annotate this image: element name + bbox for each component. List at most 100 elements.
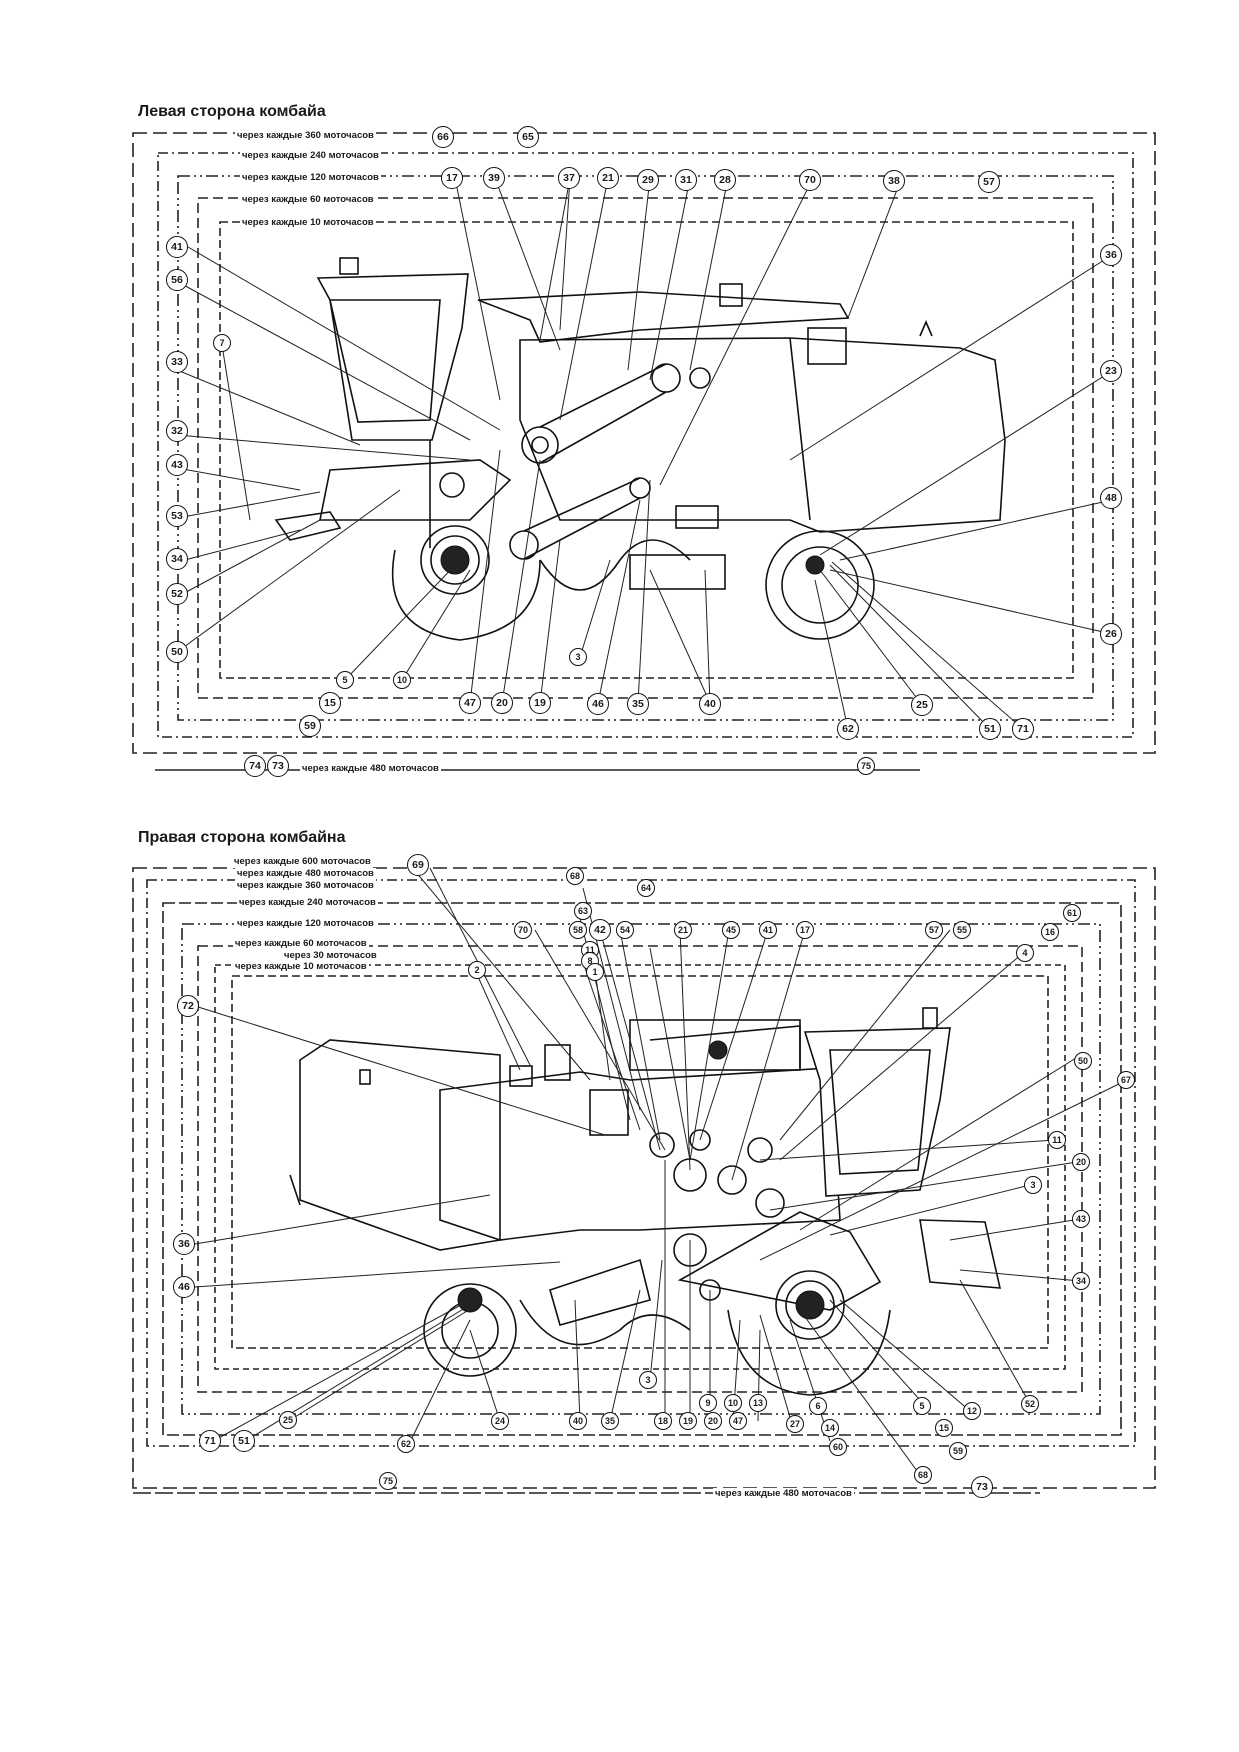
right-interval-480-footer: через каждые 480 моточасов <box>713 1488 854 1500</box>
marker-63: 63 <box>574 902 592 920</box>
marker-42: 42 <box>589 919 611 941</box>
right-interval-360: через каждые 360 моточасов <box>235 880 376 892</box>
marker-35: 35 <box>601 1412 619 1430</box>
marker-52: 52 <box>166 583 188 605</box>
marker-53: 53 <box>166 505 188 527</box>
marker-69: 69 <box>407 854 429 876</box>
marker-57: 57 <box>978 171 1000 193</box>
marker-34: 34 <box>1072 1272 1090 1290</box>
marker-73: 73 <box>971 1476 993 1498</box>
marker-41: 41 <box>166 236 188 258</box>
marker-62: 62 <box>397 1435 415 1453</box>
right-side-title: Правая сторона комбайна <box>138 829 346 846</box>
marker-20b: 20 <box>704 1412 722 1430</box>
marker-21: 21 <box>674 921 692 939</box>
marker-46: 46 <box>173 1276 195 1298</box>
marker-36: 36 <box>173 1233 195 1255</box>
marker-72: 72 <box>177 995 199 1017</box>
marker-71: 71 <box>199 1430 221 1452</box>
marker-48: 48 <box>1100 487 1122 509</box>
marker-1: 1 <box>586 963 604 981</box>
marker-38: 38 <box>883 170 905 192</box>
marker-36: 36 <box>1100 244 1122 266</box>
right-interval-60: через каждые 60 моточасов <box>233 938 369 950</box>
marker-17: 17 <box>441 167 463 189</box>
marker-2: 2 <box>468 961 486 979</box>
marker-29: 29 <box>637 169 659 191</box>
marker-65: 65 <box>517 126 539 148</box>
marker-9: 9 <box>699 1394 717 1412</box>
marker-19: 19 <box>679 1412 697 1430</box>
marker-66: 66 <box>432 126 454 148</box>
marker-68b: 68 <box>914 1466 932 1484</box>
marker-70: 70 <box>514 921 532 939</box>
right-interval-240: через каждые 240 моточасов <box>237 897 378 909</box>
marker-11b: 11 <box>1048 1131 1066 1149</box>
marker-51: 51 <box>979 718 1001 740</box>
marker-40: 40 <box>699 693 721 715</box>
marker-21: 21 <box>597 167 619 189</box>
right-interval-10: через каждые 10 моточасов <box>233 961 369 973</box>
marker-3: 3 <box>569 648 587 666</box>
marker-5: 5 <box>336 671 354 689</box>
marker-31: 31 <box>675 169 697 191</box>
marker-12: 12 <box>963 1402 981 1420</box>
marker-70: 70 <box>799 169 821 191</box>
marker-28: 28 <box>714 169 736 191</box>
marker-47: 47 <box>729 1412 747 1430</box>
marker-43: 43 <box>1072 1210 1090 1228</box>
right-leader-lines <box>194 864 1128 1476</box>
marker-39: 39 <box>483 167 505 189</box>
marker-14: 14 <box>821 1419 839 1437</box>
marker-20: 20 <box>1072 1153 1090 1171</box>
marker-71: 71 <box>1012 718 1034 740</box>
marker-75: 75 <box>857 757 875 775</box>
left-interval-480: через каждые 480 моточасов <box>300 763 441 775</box>
marker-56: 56 <box>166 269 188 291</box>
marker-7: 7 <box>213 334 231 352</box>
marker-61: 61 <box>1063 904 1081 922</box>
left-interval-60: через каждые 60 моточасов <box>240 194 376 206</box>
marker-43: 43 <box>166 454 188 476</box>
marker-19: 19 <box>529 692 551 714</box>
left-combine-drawing <box>274 257 1006 641</box>
marker-64: 64 <box>637 879 655 897</box>
marker-59: 59 <box>299 715 321 737</box>
marker-33: 33 <box>166 351 188 373</box>
marker-15: 15 <box>319 692 341 714</box>
marker-41: 41 <box>759 921 777 939</box>
marker-20: 20 <box>491 692 513 714</box>
marker-60: 60 <box>829 1438 847 1456</box>
marker-32: 32 <box>166 420 188 442</box>
marker-45: 45 <box>722 921 740 939</box>
marker-3b: 3 <box>639 1371 657 1389</box>
marker-68: 68 <box>566 867 584 885</box>
marker-27: 27 <box>786 1415 804 1433</box>
left-interval-10: через каждые 10 моточасов <box>240 217 376 229</box>
marker-5: 5 <box>913 1397 931 1415</box>
marker-50: 50 <box>1074 1052 1092 1070</box>
marker-57: 57 <box>925 921 943 939</box>
marker-25: 25 <box>911 694 933 716</box>
marker-52: 52 <box>1021 1395 1039 1413</box>
left-leader-lines <box>176 177 1113 730</box>
marker-54: 54 <box>616 921 634 939</box>
marker-16: 16 <box>1041 923 1059 941</box>
marker-58: 58 <box>569 921 587 939</box>
marker-34: 34 <box>166 548 188 570</box>
right-interval-30: через 30 моточасов <box>282 950 379 962</box>
marker-35: 35 <box>627 693 649 715</box>
marker-25: 25 <box>279 1411 297 1429</box>
right-interval-480: через каждые 480 моточасов <box>235 868 376 880</box>
right-interval-600: через каждые 600 моточасов <box>232 856 373 868</box>
marker-24: 24 <box>491 1412 509 1430</box>
marker-74: 74 <box>244 755 266 777</box>
marker-13: 13 <box>749 1394 767 1412</box>
marker-37: 37 <box>558 167 580 189</box>
marker-67: 67 <box>1117 1071 1135 1089</box>
right-interval-120: через каждые 120 моточасов <box>235 918 376 930</box>
marker-10: 10 <box>393 671 411 689</box>
marker-73: 73 <box>267 755 289 777</box>
marker-59: 59 <box>949 1442 967 1460</box>
